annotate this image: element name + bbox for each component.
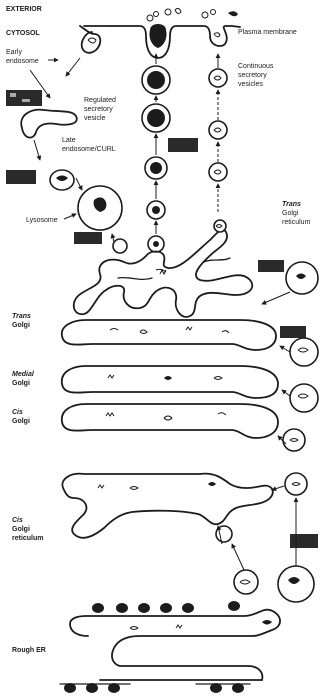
- trans-reticulum-bud-left: [113, 239, 127, 253]
- late-endosome-curl: [21, 110, 77, 138]
- rough-er-label: Rough ER: [12, 647, 46, 654]
- retrograde-vesicle-reticulum: [285, 473, 307, 495]
- regulated-label-3: vesicle: [84, 115, 106, 122]
- marker-stamp-4: [168, 138, 198, 152]
- exterior-secreted-proteins: [147, 8, 238, 21]
- trans-golgi-label-2: Golgi: [12, 322, 30, 329]
- trans-reticulum-bud-right: [214, 220, 226, 232]
- marker-stamp-6: [280, 326, 306, 338]
- rough-er-membrane: [70, 610, 280, 680]
- trans-reticulum-label-2: Golgi: [282, 210, 299, 217]
- marker-stamp-1: [6, 90, 42, 106]
- marker-stamp-3: [74, 232, 102, 244]
- continuous-vesicle-low: [209, 163, 227, 181]
- cis-reticulum-label-3: reticulum: [12, 535, 44, 542]
- early-endosome-label-1: Early: [6, 49, 22, 56]
- continuous-vesicle-fusing: [214, 33, 220, 37]
- released-secretory-granule: [149, 24, 166, 48]
- cis-reticulum-label-2: Golgi: [12, 526, 30, 533]
- regulated-label-2: secretory: [84, 106, 113, 113]
- regulated-label-1: Regulated: [84, 97, 116, 104]
- continuous-vesicle-top: [209, 69, 227, 87]
- plasma-membrane-label: Plasma membrane: [238, 29, 297, 36]
- continuous-label-3: vesicles: [238, 81, 263, 88]
- exterior-label: EXTERIOR: [6, 6, 42, 13]
- cytosol-label: CYTOSOL: [6, 30, 40, 37]
- medial-golgi-cisterna: [62, 366, 278, 398]
- cis-golgi-label-2: Golgi: [12, 418, 30, 425]
- lysosome-label: Lysosome: [26, 217, 58, 224]
- late-endosome-label-1: Late: [62, 137, 76, 144]
- ribosomes-top: [92, 601, 240, 613]
- trans-golgi-cisterna: [62, 320, 276, 350]
- cis-golgi-cisterna: [62, 404, 278, 438]
- cis-golgi-label-1: Cis: [12, 409, 23, 416]
- continuous-vesicle-mid: [209, 121, 227, 139]
- retrograde-vesicle-cis: [283, 429, 305, 451]
- marker-stamp-7: [290, 534, 318, 548]
- medial-golgi-label-2: Golgi: [12, 380, 30, 387]
- continuous-label-2: secretory: [238, 72, 267, 79]
- cis-reticulum-label-1: Cis: [12, 517, 23, 524]
- early-endosome: [88, 38, 96, 43]
- early-endosome-label-2: endosome: [6, 58, 39, 65]
- trans-golgi-label-1: Trans: [12, 313, 31, 320]
- continuous-label-1: Continuous: [238, 63, 274, 70]
- er-derived-vesicle-2: [234, 570, 258, 594]
- marker-stamp-2: [6, 170, 36, 184]
- marker-stamp-5: [258, 260, 284, 272]
- medial-golgi-label-1: Medial: [12, 371, 35, 378]
- late-endosome-label-2: endosome/CURL: [62, 146, 116, 153]
- cis-golgi-reticulum: [62, 474, 272, 538]
- trans-reticulum-label-3: reticulum: [282, 219, 311, 226]
- er-retrieval-vesicle: [278, 566, 314, 602]
- trans-reticulum-label-1: Trans: [282, 201, 301, 208]
